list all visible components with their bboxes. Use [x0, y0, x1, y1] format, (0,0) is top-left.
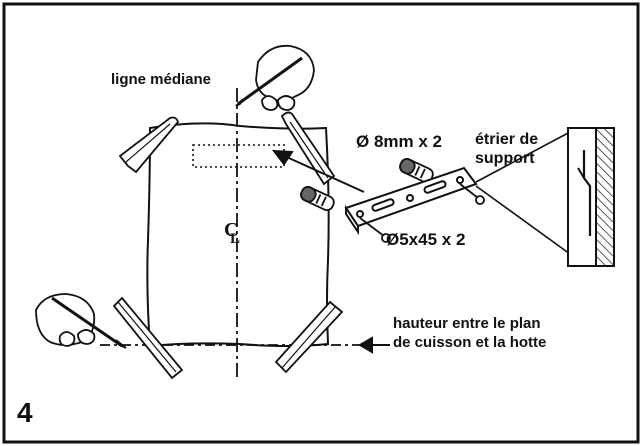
centerline-symbol-l: L — [230, 231, 241, 247]
screw-size-label: Ø5x45 x 2 — [386, 230, 466, 249]
bracket-label-line2: support — [475, 150, 535, 167]
support-bracket-icon — [344, 166, 478, 236]
median-line-label: ligne médiane — [111, 71, 212, 88]
step-number: 4 — [17, 397, 33, 428]
height-label-line1: hauteur entre le plan — [393, 315, 541, 332]
hand-with-pencil-icon — [235, 44, 315, 111]
wall-plug-icon — [300, 158, 434, 211]
arrow-icon — [358, 336, 390, 354]
centerline-symbol-c: C — [224, 219, 239, 241]
plug-size-label: Ø 8mm x 2 — [356, 132, 442, 151]
height-label-line2: de cuisson et la hotte — [393, 334, 547, 351]
bracket-label-line1: étrier de — [475, 131, 539, 148]
paper-template — [146, 122, 330, 348]
wall-section-icon — [567, 127, 615, 267]
hand-with-pencil-icon — [35, 293, 127, 349]
screw-icon — [359, 183, 485, 243]
arrow-icon — [271, 149, 365, 193]
